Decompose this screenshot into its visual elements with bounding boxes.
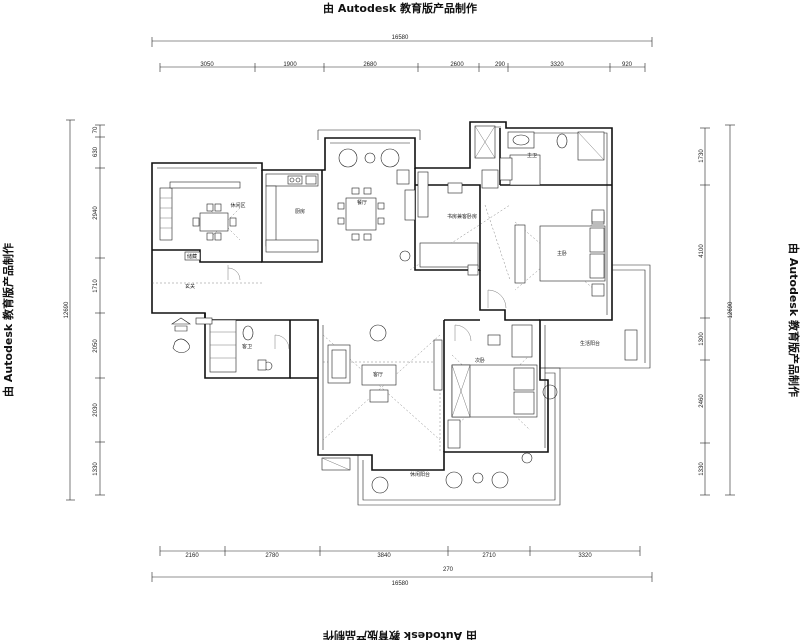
watermark-bottom: 由 Autodesk 教育版产品制作 xyxy=(323,629,477,640)
dim-right-total: 12690 xyxy=(728,301,734,318)
dim-bottom-seg-2: 2780 xyxy=(265,553,279,559)
balcony-outlines xyxy=(317,129,651,506)
dim-bottom-seg-3: 3840 xyxy=(377,553,391,559)
label-dining: 餐厅 xyxy=(357,199,367,206)
dim-top-seg-3: 2680 xyxy=(363,62,377,68)
dim-top-seg-5: 290 xyxy=(495,62,506,68)
watermark-left: 由 Autodesk 教育版产品制作 xyxy=(1,243,15,397)
dim-top-seg-7: 920 xyxy=(622,62,633,68)
label-kitchen: 厨房 xyxy=(295,208,305,215)
dim-left-seg-7: 1330 xyxy=(93,462,99,476)
dim-right-seg-3: 1300 xyxy=(699,332,705,346)
label-master-bath: 主卫 xyxy=(527,152,537,159)
dining-furniture xyxy=(337,148,411,262)
label-study: 书房兼客卧房 xyxy=(447,213,477,220)
label-master-bedroom: 主卧 xyxy=(557,250,567,257)
dim-top-total: 16580 xyxy=(392,35,409,41)
left-dimensions: 12690 630 70 2940 1710 2050 2030 1330 xyxy=(64,119,105,501)
guest-bath-fixtures xyxy=(209,319,273,373)
room-labels: 休闲区 厨房 餐厅 书房兼客卧房 主卫 主卧 玄关 储藏 客卫 客厅 次卧 生活… xyxy=(185,152,600,478)
dim-right-seg-5: 1330 xyxy=(699,462,705,476)
top-dimensions: 16580 3050 1900 2680 2600 290 3320 920 xyxy=(151,35,653,72)
watermark-top: 由 Autodesk 教育版产品制作 xyxy=(323,1,477,15)
dim-bottom-total: 16580 xyxy=(392,581,409,587)
dim-right-seg-4: 2460 xyxy=(699,394,705,408)
watermark-right: 由 Autodesk 教育版产品制作 xyxy=(787,243,800,397)
dim-bottom-extra: 270 xyxy=(443,567,454,573)
bottom-dimensions: 2160 2780 3840 2710 3320 270 16580 xyxy=(151,546,653,587)
right-dimensions: 12690 1730 4100 1300 2460 1330 xyxy=(699,124,735,496)
dim-right-seg-2: 4100 xyxy=(699,244,705,258)
dim-bottom-seg-5: 3320 xyxy=(578,553,592,559)
master-bedroom-furniture xyxy=(514,209,606,297)
dim-left-total: 12690 xyxy=(64,301,70,318)
dim-left-seg-4: 1710 xyxy=(93,279,99,293)
living-room-furniture xyxy=(327,324,443,403)
exterior-walls xyxy=(151,121,613,471)
kitchen-furniture xyxy=(265,173,319,253)
label-second-bedroom: 次卧 xyxy=(475,357,485,364)
dim-left-seg-1: 630 xyxy=(93,146,99,157)
dim-top-seg-4: 2600 xyxy=(450,62,464,68)
label-storage: 储藏 xyxy=(187,253,197,260)
label-balcony-bottom: 休闲阳台 xyxy=(410,471,430,478)
dim-left-seg-3: 2940 xyxy=(93,206,99,220)
label-foyer: 玄关 xyxy=(185,283,195,290)
dim-left-seg-6: 2030 xyxy=(93,403,99,417)
study-furniture xyxy=(396,169,499,276)
dim-top-seg-1: 3050 xyxy=(200,62,214,68)
dim-top-seg-6: 3320 xyxy=(550,62,564,68)
dining-corner-furniture xyxy=(159,181,241,261)
master-bath-fixtures xyxy=(474,125,605,186)
label-dining-corner: 休闲区 xyxy=(230,202,245,209)
interior-walls xyxy=(152,128,612,452)
balcony-furniture xyxy=(321,157,638,494)
label-living: 客厅 xyxy=(373,371,383,378)
label-guest-bath: 客卫 xyxy=(242,343,252,350)
dim-bottom-seg-1: 2160 xyxy=(185,553,199,559)
second-bedroom-furniture xyxy=(447,324,538,449)
foyer-fixtures xyxy=(171,265,229,353)
label-balcony-right: 生活阳台 xyxy=(580,340,600,347)
dim-left-seg-5: 2050 xyxy=(93,339,99,353)
dim-right-seg-1: 1730 xyxy=(699,149,705,163)
dim-bottom-seg-4: 2710 xyxy=(482,553,496,559)
dim-left-seg-2: 70 xyxy=(93,126,99,133)
dim-top-seg-2: 1900 xyxy=(283,62,297,68)
